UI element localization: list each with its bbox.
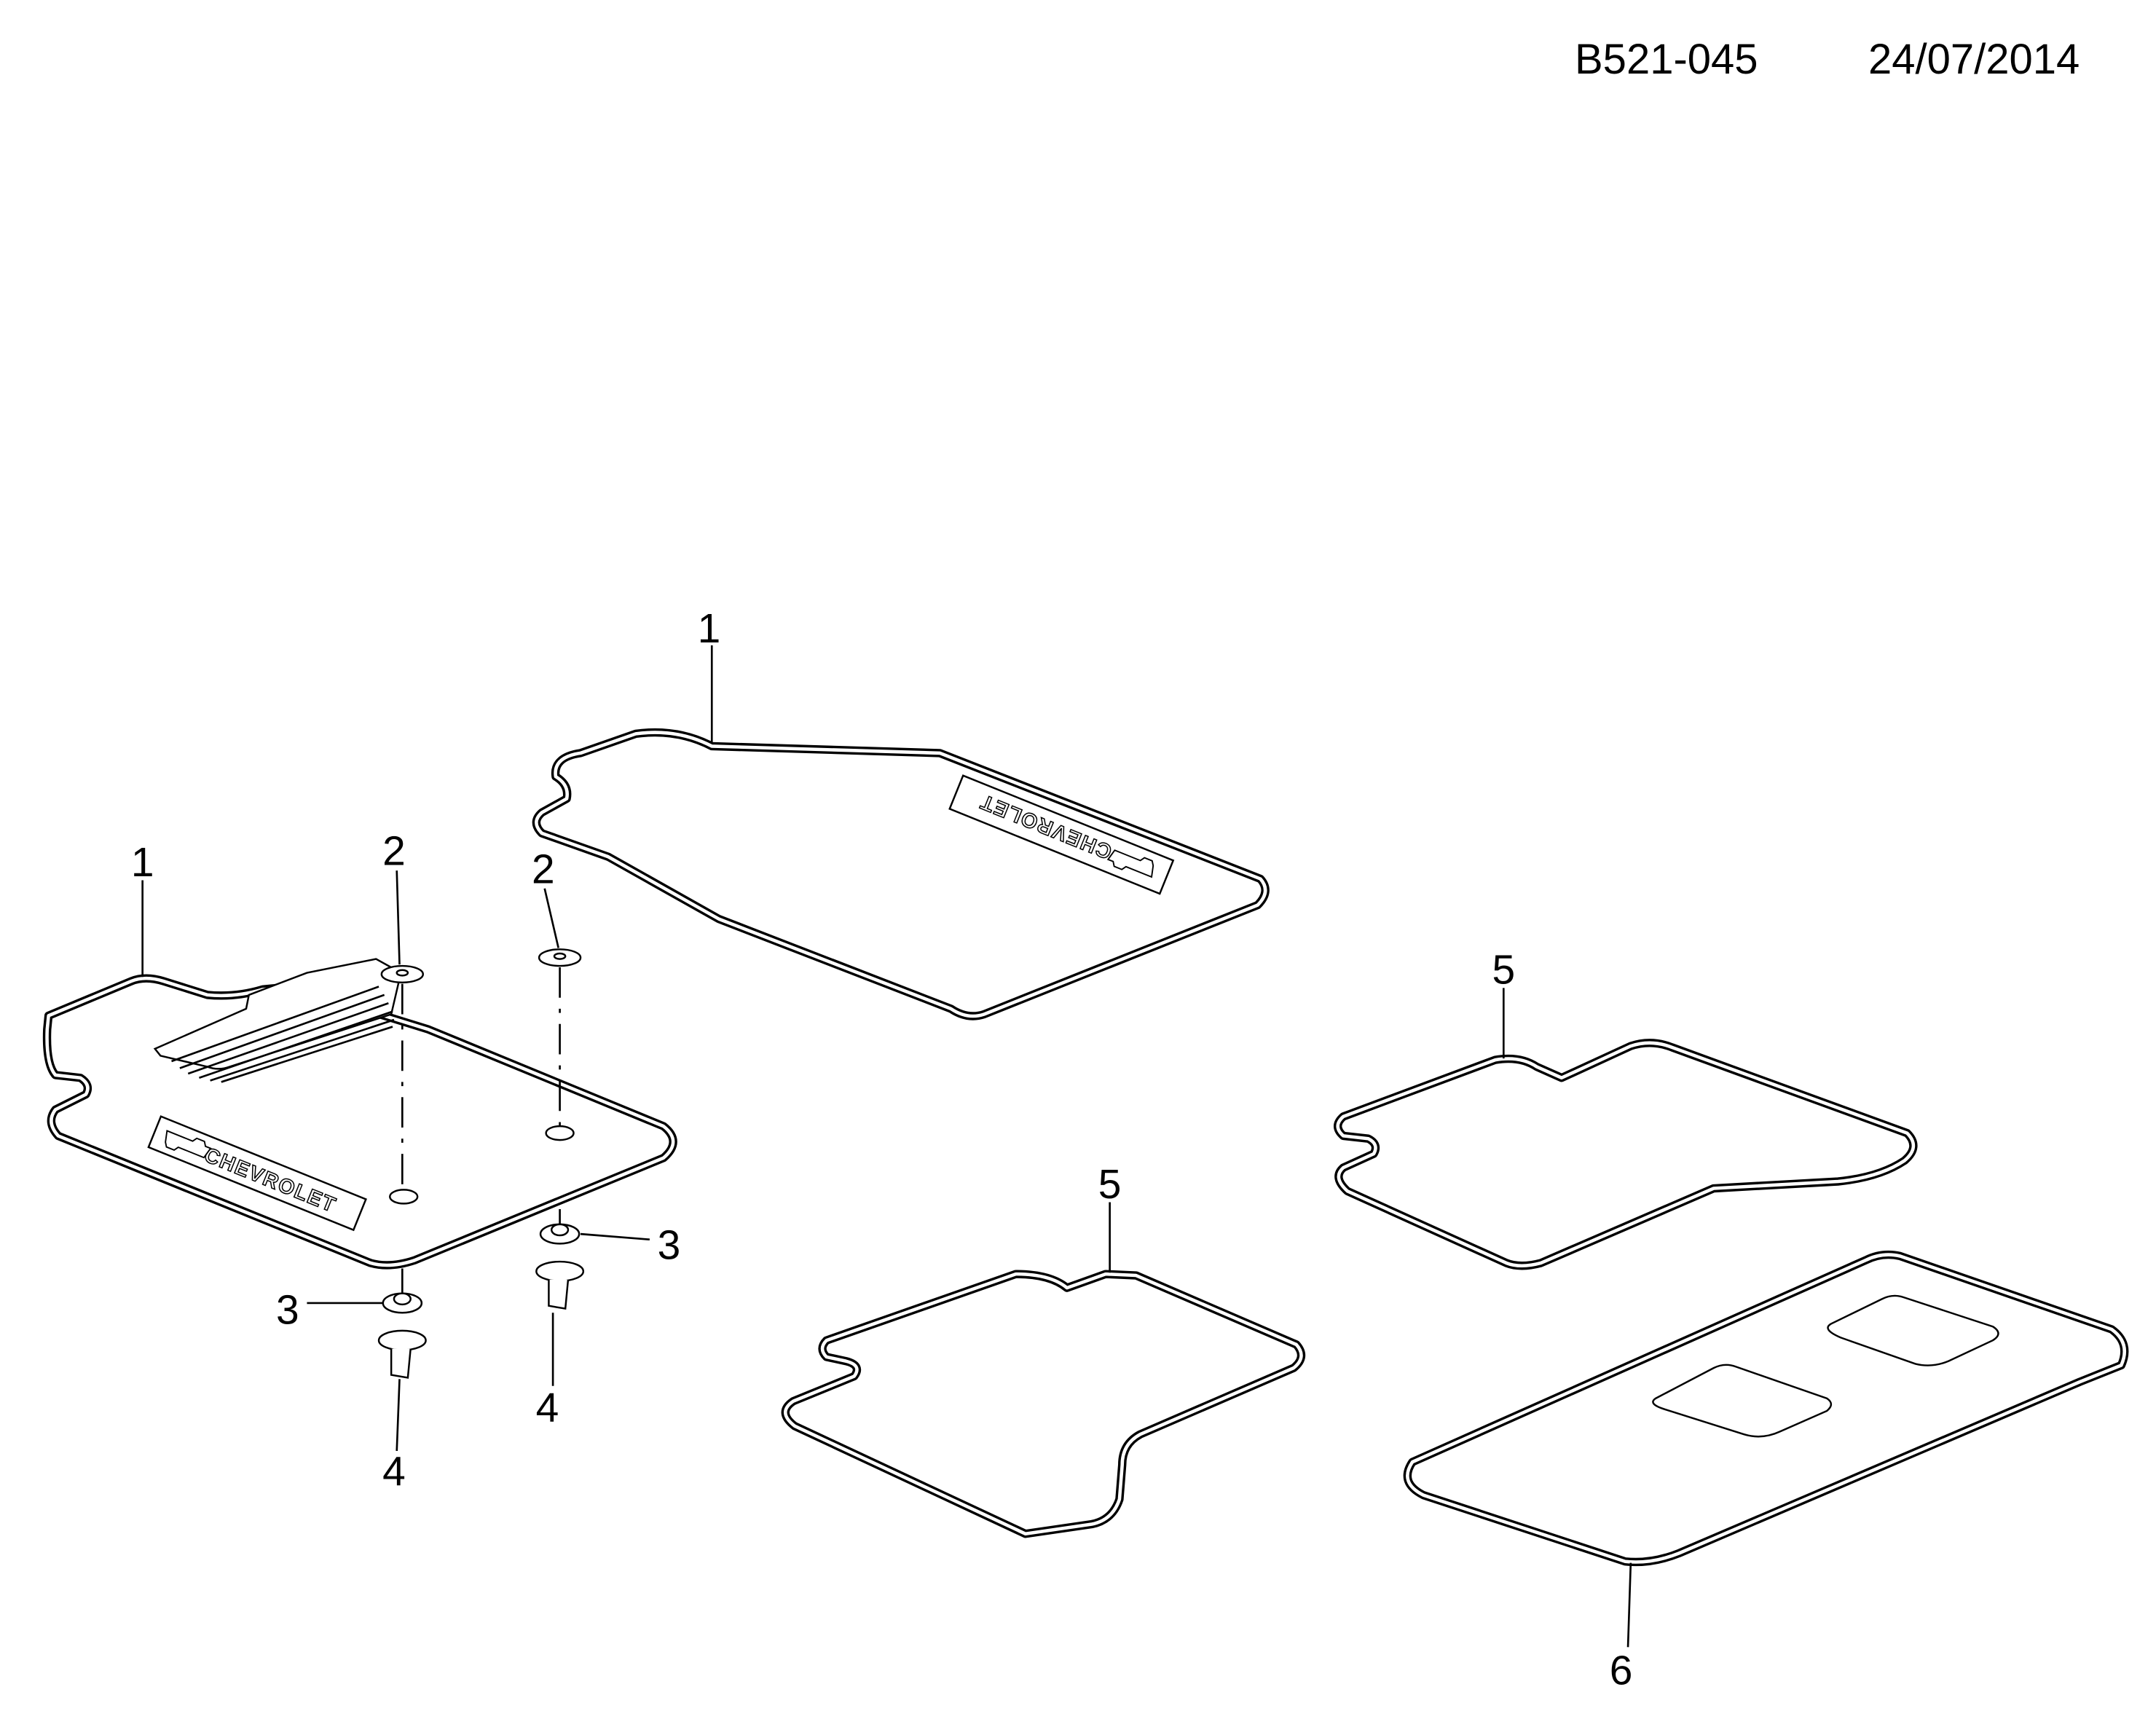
diagram-date: 24/07/2014 <box>1868 36 2080 83</box>
callout-1-top: 1 <box>698 605 721 652</box>
grommet-left <box>380 964 425 984</box>
callout-2-right: 2 <box>532 846 555 892</box>
grommet-right <box>538 948 582 967</box>
heel-pad <box>153 958 402 1083</box>
callout-4-right: 4 <box>536 1385 559 1431</box>
callout-6: 6 <box>1610 1648 1633 1694</box>
retainer-left <box>382 1292 423 1314</box>
bowtie-icon <box>1106 849 1154 878</box>
cutout-left <box>1652 1364 1833 1438</box>
push-fastener-right <box>535 1260 585 1310</box>
retainer-right <box>539 1223 581 1245</box>
callout-2-left: 2 <box>382 828 406 875</box>
rear-mat-left <box>781 1270 1306 1538</box>
rear-center-mat <box>1403 1250 2129 1567</box>
callout-3-left: 3 <box>276 1286 299 1333</box>
callout-5-lower: 5 <box>1098 1161 1122 1208</box>
diagram-code: B521-045 <box>1575 36 1758 83</box>
rear-mat-right <box>1334 1039 1918 1270</box>
callout-3-right: 3 <box>658 1222 681 1268</box>
cutout-right <box>1827 1294 1999 1366</box>
mat-hole <box>389 1189 419 1205</box>
mat-hole <box>545 1125 575 1141</box>
front-mat-passenger: CHEVROLET <box>532 728 1270 1020</box>
bowtie-icon <box>165 1130 212 1159</box>
push-fastener-left <box>377 1329 427 1379</box>
front-mat-driver: CHEVROLET <box>42 958 677 1270</box>
callout-5-upper: 5 <box>1492 947 1515 994</box>
callout-4-left: 4 <box>382 1448 406 1495</box>
callout-1-left: 1 <box>131 839 154 886</box>
